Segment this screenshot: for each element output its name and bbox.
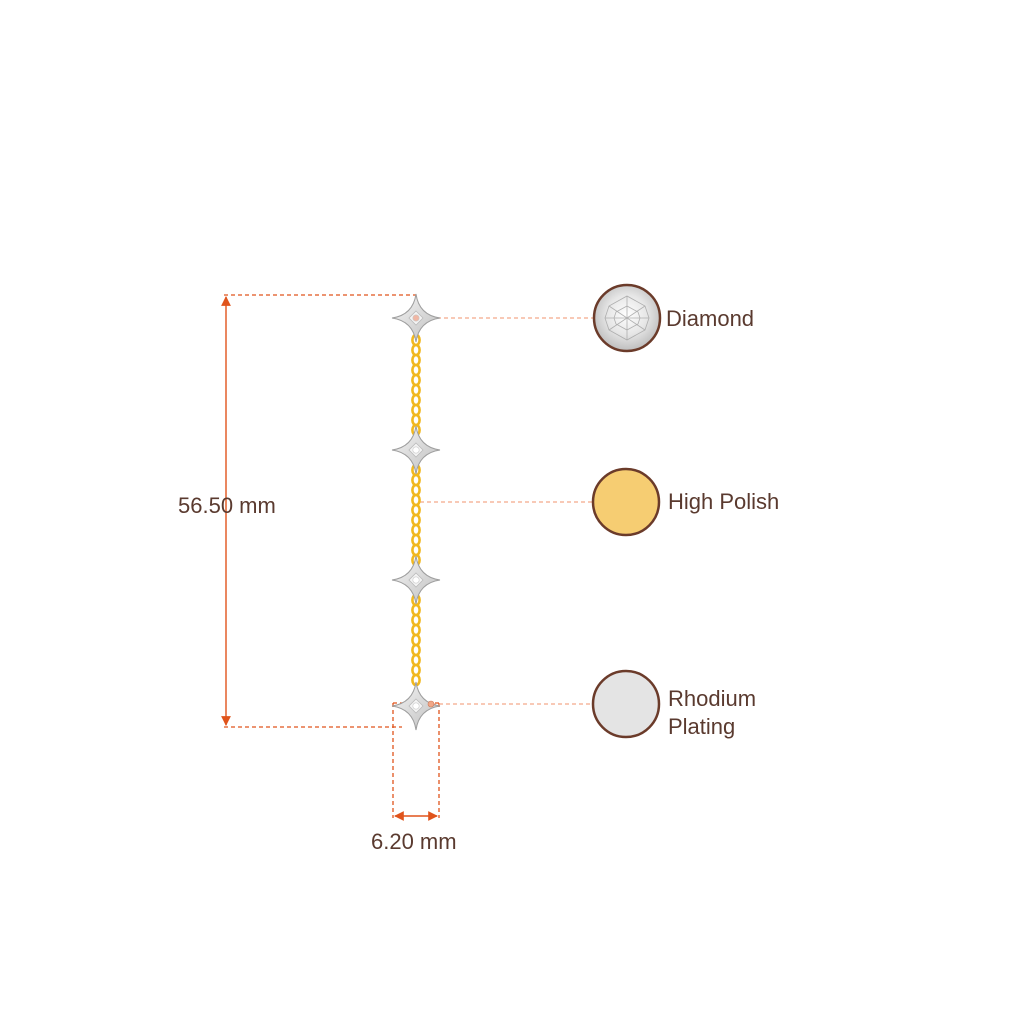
material-label-rhodium-plating: Rhodium Plating	[668, 686, 757, 739]
height-dimension-label: 56.50 mm	[178, 493, 276, 518]
swatch-diamond	[592, 283, 662, 353]
swatch-rhodium	[591, 669, 661, 739]
chain-segment	[411, 463, 421, 567]
leader-lines	[420, 317, 594, 705]
diamond-stone	[412, 314, 420, 322]
width-dimension-label: 6.20 mm	[371, 829, 457, 854]
material-label-diamond: Diamond	[666, 306, 755, 331]
swatch-high-polish	[591, 467, 661, 537]
material-label-high-polish: High Polish	[668, 489, 780, 514]
chain-segment	[411, 593, 421, 687]
chain-segment	[411, 333, 421, 437]
diamond-stone	[412, 576, 420, 584]
diamond-stone	[412, 446, 420, 454]
earring-illustration	[391, 293, 441, 731]
height-dimension	[221, 294, 416, 728]
accent-stone	[427, 700, 435, 708]
diamond-stone	[412, 702, 420, 710]
